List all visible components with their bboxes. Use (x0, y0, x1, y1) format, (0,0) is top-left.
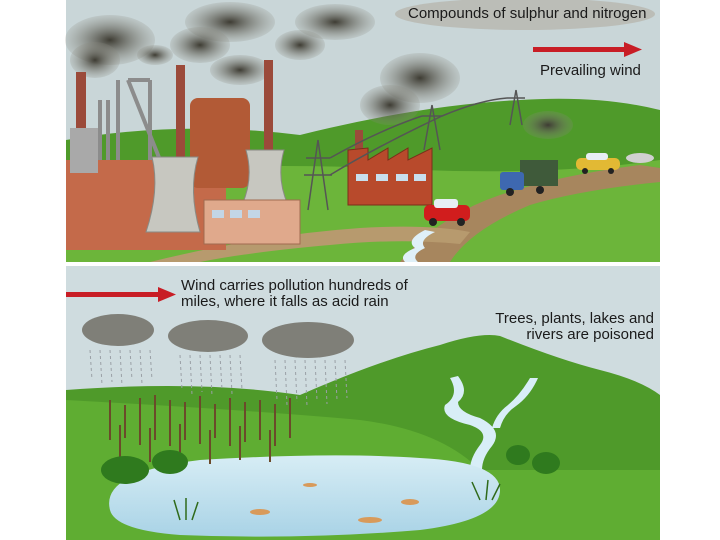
compounds-label: Compounds of sulphur and nitrogen (408, 5, 647, 22)
top-panel (65, 0, 660, 262)
sawtooth-factory (347, 147, 433, 206)
river (444, 376, 538, 470)
prevailing-wind-label: Prevailing wind (540, 62, 641, 79)
trees (101, 445, 560, 484)
red-car (424, 199, 470, 226)
cooling-tower-right (241, 149, 289, 206)
rain-clouds (82, 314, 354, 407)
truck (500, 160, 558, 196)
bottom-panel (66, 266, 660, 540)
runoff-stream (402, 230, 435, 262)
factory-windows (356, 174, 426, 181)
panel-divider (66, 262, 660, 266)
smoke-clouds (65, 2, 573, 139)
office-windows (212, 210, 260, 218)
side-road (150, 226, 470, 262)
pylons (304, 89, 525, 211)
dead-forest (109, 395, 291, 464)
wind-arrow (66, 287, 176, 302)
office-building (203, 199, 301, 245)
dead-fish (250, 483, 419, 523)
prevailing-wind-arrow (533, 42, 642, 57)
storage-tank (70, 128, 98, 173)
trees-poisoned-label: Trees, plants, lakes and rivers are pois… (495, 310, 654, 343)
wind-carries-label: Wind carries pollution hundreds of miles… (181, 277, 408, 310)
reeds (173, 479, 501, 521)
silo (190, 98, 250, 188)
exhaust-puff (626, 153, 654, 163)
cooling-tower-left (145, 156, 201, 233)
yellow-car (576, 153, 620, 174)
lake (109, 455, 500, 537)
compounds-cloud (395, 0, 655, 30)
